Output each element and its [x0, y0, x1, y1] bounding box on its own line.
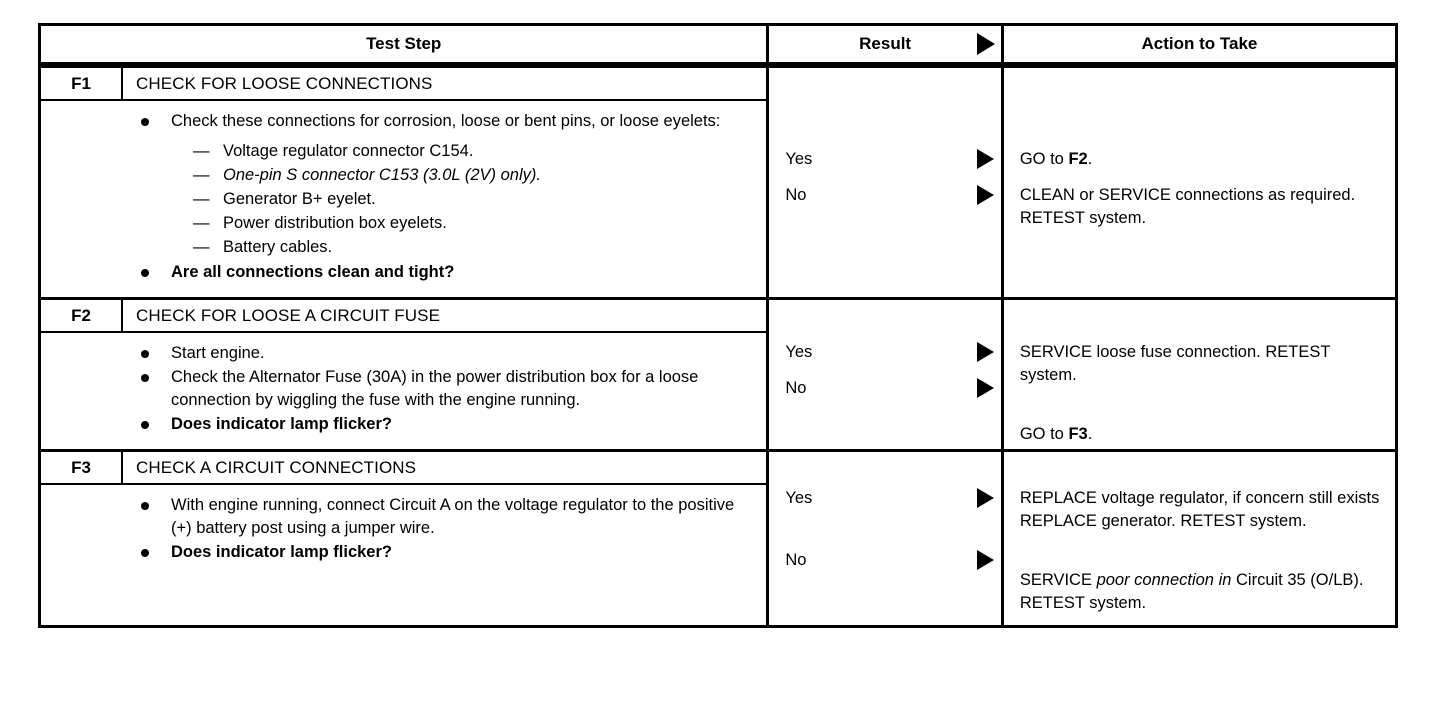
step-bullet: With engine running, connect Circuit A o…: [137, 494, 756, 540]
test-step-column-f3: F3 CHECK A CIRCUIT CONNECTIONS With engi…: [41, 452, 770, 625]
result-label: Yes: [785, 343, 813, 361]
step-body-f3: With engine running, connect Circuit A o…: [41, 485, 766, 625]
step-title-row-f1: F1 CHECK FOR LOOSE CONNECTIONS: [41, 68, 767, 101]
table-header-row: Test Step Result Action to Take: [41, 26, 1395, 65]
step-dash-item: Power distribution box eyelets.: [193, 211, 756, 235]
step-title-row-f3: F3 CHECK A CIRCUIT CONNECTIONS: [41, 452, 767, 485]
action-row: CLEAN or SERVICE connections as required…: [1019, 186, 1356, 227]
result-list-f2: Yes No: [769, 300, 1000, 398]
action-column-f3: REPLACE voltage regulator, if concern st…: [1004, 452, 1395, 625]
action-row: SERVICE poor connection in Circuit 35 (O…: [1019, 571, 1364, 612]
test-step-section-f2: F2 CHECK FOR LOOSE A CIRCUIT FUSE Start …: [41, 297, 1395, 449]
column-header-result: Result: [769, 26, 1004, 62]
test-step-section-f1: F1 CHECK FOR LOOSE CONNECTIONS Check the…: [41, 65, 1395, 297]
result-column-f2: Yes No: [769, 300, 1004, 449]
step-bullet-question: Does indicator lamp flicker?: [137, 541, 756, 564]
step-id-f1: F1: [41, 68, 123, 99]
action-spacer: [1020, 387, 1385, 423]
result-label: Yes: [785, 489, 813, 507]
action-row: SERVICE loose fuse connection. RETEST sy…: [1019, 343, 1331, 384]
result-list-f3: Yes No: [769, 452, 1000, 570]
step-dash-item: Voltage regulator connector C154.: [193, 139, 756, 163]
step-title-f2: CHECK FOR LOOSE A CIRCUIT FUSE: [136, 305, 441, 325]
step-dash-item: Generator B+ eyelet.: [193, 187, 756, 211]
column-header-action-to-take: Action to Take: [1141, 34, 1258, 53]
step-bullet: Start engine.: [137, 342, 756, 365]
result-list-f1: Yes No: [769, 68, 1000, 205]
right-triangle-icon: [976, 185, 994, 205]
column-header-test-step: Test Step: [41, 26, 770, 62]
step-body-f2: Start engine. Check the Alternator Fuse …: [41, 333, 766, 449]
step-dash-list-f1: Voltage regulator connector C154. One-pi…: [171, 139, 756, 259]
result-label: No: [785, 379, 807, 397]
action-row: GO to F3.: [1019, 425, 1093, 443]
right-triangle-icon: [976, 342, 994, 362]
step-title-f1: CHECK FOR LOOSE CONNECTIONS: [136, 73, 433, 93]
result-label: No: [785, 551, 807, 569]
step-dash-item: Battery cables.: [193, 235, 756, 259]
right-triangle-icon: [976, 550, 994, 570]
diagnostic-table: Test Step Result Action to Take F1 CHECK…: [38, 23, 1398, 628]
step-bullet: Check these connections for corrosion, l…: [137, 110, 756, 133]
step-dash-item: One-pin S connector C153 (3.0L (2V) only…: [193, 163, 756, 187]
action-spacer: [1020, 171, 1385, 184]
step-bullet-question: Are all connections clean and tight?: [137, 261, 756, 284]
step-body-f1: Check these connections for corrosion, l…: [41, 101, 766, 297]
step-bullet-list-f3: With engine running, connect Circuit A o…: [137, 494, 756, 564]
action-spacer: [1020, 533, 1385, 569]
column-header-result-label: Result: [859, 34, 912, 53]
test-step-column-f2: F2 CHECK FOR LOOSE A CIRCUIT FUSE Start …: [41, 300, 770, 449]
test-step-section-f3: F3 CHECK A CIRCUIT CONNECTIONS With engi…: [41, 449, 1395, 625]
result-column-f3: Yes No: [769, 452, 1004, 625]
step-title-f3: CHECK A CIRCUIT CONNECTIONS: [136, 457, 417, 477]
action-row: GO to F2.: [1019, 150, 1093, 168]
action-list-f3: REPLACE voltage regulator, if concern st…: [1020, 452, 1385, 615]
step-bullet-list-f1: Check these connections for corrosion, l…: [137, 110, 756, 284]
test-step-column-f1: F1 CHECK FOR LOOSE CONNECTIONS Check the…: [41, 68, 770, 297]
result-column-f1: Yes No: [769, 68, 1004, 297]
right-triangle-icon: [976, 33, 995, 55]
action-list-f2: SERVICE loose fuse connection. RETEST sy…: [1020, 300, 1385, 446]
right-triangle-icon: [976, 149, 994, 169]
step-id-f2: F2: [41, 300, 123, 331]
action-list-f1: GO to F2. CLEAN or SERVICE connections a…: [1020, 68, 1385, 230]
right-triangle-icon: [976, 378, 994, 398]
action-column-f2: SERVICE loose fuse connection. RETEST sy…: [1004, 300, 1395, 449]
result-label: Yes: [785, 150, 813, 168]
step-title-row-f2: F2 CHECK FOR LOOSE A CIRCUIT FUSE: [41, 300, 767, 333]
step-sub-list-wrapper: Voltage regulator connector C154. One-pi…: [137, 139, 756, 259]
action-row: REPLACE voltage regulator, if concern st…: [1019, 489, 1380, 530]
step-id-f3: F3: [41, 452, 123, 483]
right-triangle-icon: [976, 488, 994, 508]
step-bullet-question: Does indicator lamp flicker?: [137, 413, 756, 436]
result-label: No: [785, 186, 807, 204]
action-column-f1: GO to F2. CLEAN or SERVICE connections a…: [1004, 68, 1395, 297]
step-bullet: Check the Alternator Fuse (30A) in the p…: [137, 366, 756, 412]
step-bullet-list-f2: Start engine. Check the Alternator Fuse …: [137, 342, 756, 436]
